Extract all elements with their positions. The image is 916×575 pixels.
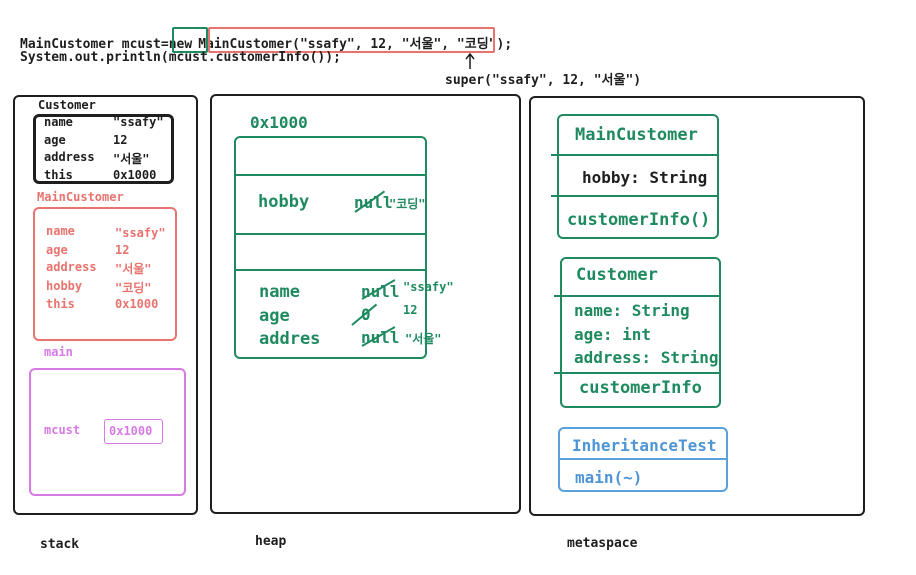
customer-frame-this-label: this	[44, 168, 73, 182]
customer-frame	[33, 114, 174, 184]
maincustomer-class-divider-2	[551, 195, 717, 197]
maincustomer-frame-age-value: 12	[115, 243, 130, 257]
constructor-call-highlight	[208, 27, 495, 53]
maincustomer-frame-address-value: "서울"	[115, 262, 152, 276]
maincustomer-frame-name-value: "ssafy"	[115, 226, 166, 240]
heap-object	[234, 136, 427, 359]
maincustomer-frame-hobby-label: hobby	[46, 279, 83, 293]
customer-class-field-name: name: String	[574, 301, 690, 320]
maincustomer-frame	[33, 207, 177, 341]
heap-area	[210, 94, 521, 514]
maincustomer-frame-hobby-value: "코딩"	[115, 281, 152, 295]
customer-class-field-age: age: int	[574, 325, 652, 344]
maincustomer-class-name: MainCustomer	[575, 125, 698, 145]
code-line-1: MainCustomer mcust=new MainCustomer("ssaf…	[20, 33, 512, 52]
customer-frame-name-label: name	[44, 115, 73, 129]
customer-class-field-address: address: String	[574, 348, 719, 367]
stack-area	[13, 95, 198, 515]
heap-age-new: 12	[403, 303, 418, 317]
customer-class-box	[560, 257, 721, 408]
stack-label: stack	[40, 537, 80, 552]
heap-name-field: name	[259, 282, 300, 302]
code-declaration: MainCustomer mcust=	[20, 37, 169, 52]
heap-addres-new: "서울"	[405, 332, 442, 346]
maincustomer-class-field: hobby: String	[582, 168, 708, 187]
maincustomer-frame-age-label: age	[46, 243, 68, 257]
maincustomer-class-box	[557, 114, 719, 239]
heap-addres-old: null	[361, 328, 400, 347]
maincustomer-frame-this-label: this	[46, 297, 75, 311]
metaspace-area	[529, 96, 865, 516]
new-keyword-highlight	[172, 27, 208, 53]
heap-divider-2	[235, 233, 426, 235]
customer-frame-age-value: 12	[113, 133, 128, 147]
heap-divider-1	[235, 174, 426, 176]
main-frame	[29, 368, 186, 496]
customer-frame-title: Customer	[38, 98, 96, 112]
heap-hobby-field: hobby	[258, 192, 310, 212]
inheritancetest-class-divider	[559, 458, 727, 460]
super-arrow	[465, 52, 475, 69]
maincustomer-class-method: customerInfo()	[567, 210, 711, 230]
metaspace-label: metaspace	[567, 536, 638, 551]
heap-name-new: "ssafy"	[403, 280, 454, 294]
heap-age-field: age	[259, 306, 290, 326]
heap-object-address: 0x1000	[250, 113, 308, 132]
new-keyword: new	[168, 37, 193, 52]
maincustomer-class-divider-1	[551, 154, 717, 156]
maincustomer-frame-address-label: address	[46, 260, 97, 274]
customer-frame-name-value: "ssafy"	[113, 115, 164, 129]
customer-class-name: Customer	[576, 265, 658, 285]
heap-addres-field: addres	[259, 329, 321, 349]
heap-hobby-new: "코딩"	[389, 197, 426, 211]
inheritancetest-class-method: main(~)	[575, 468, 643, 487]
main-frame-title: main	[44, 345, 73, 359]
heap-label: heap	[255, 534, 287, 549]
heap-hobby-old: null	[354, 193, 393, 212]
maincustomer-frame-title: MainCustomer	[37, 190, 124, 204]
customer-class-divider-1	[554, 295, 719, 297]
code-line-2: System.out.println(mcust.customerInfo())…	[20, 50, 341, 65]
main-frame-var-box	[104, 419, 163, 444]
maincustomer-frame-name-label: name	[46, 224, 75, 238]
maincustomer-frame-this-value: 0x1000	[115, 297, 159, 311]
customer-frame-age-label: age	[44, 133, 66, 147]
customer-frame-address-value: "서울"	[113, 152, 150, 166]
main-frame-var-value: 0x1000	[109, 424, 153, 438]
customer-class-method: customerInfo	[579, 378, 702, 398]
customer-class-divider-2	[554, 372, 719, 374]
main-frame-var-name: mcust	[44, 423, 81, 437]
heap-name-old: null	[361, 282, 400, 301]
inheritancetest-class-name: InheritanceTest	[572, 436, 717, 455]
customer-frame-address-label: address	[44, 150, 95, 164]
constructor-call: MainCustomer("ssafy", 12, "서울", "코딩");	[198, 37, 513, 52]
heap-divider-3	[235, 269, 426, 271]
super-call: super("ssafy", 12, "서울")	[445, 73, 642, 88]
customer-frame-this-value: 0x1000	[113, 168, 157, 182]
